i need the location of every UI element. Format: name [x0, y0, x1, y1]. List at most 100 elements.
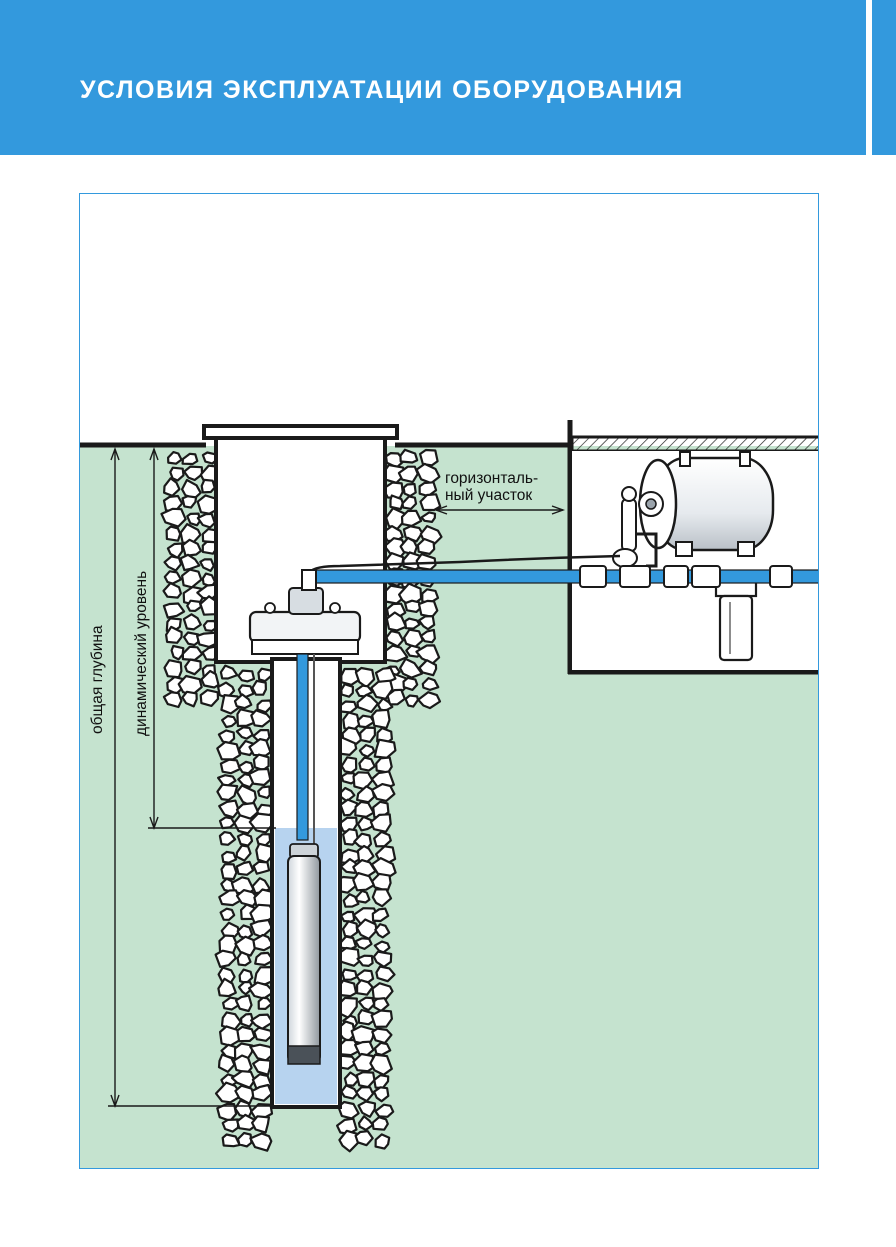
gravel-stone — [371, 907, 390, 923]
gravel-stone — [214, 949, 237, 969]
gravel-stone — [183, 465, 204, 482]
gravel-stone — [186, 599, 203, 612]
gravel-stone — [235, 726, 254, 740]
pipe-fitting — [579, 565, 607, 588]
gravel-stone — [218, 799, 240, 819]
gravel-stone — [417, 615, 436, 631]
gravel-stone — [218, 830, 237, 846]
total-depth-label: общая глубина — [89, 625, 106, 734]
gravel-stone — [343, 1071, 360, 1087]
gravel-stone — [164, 625, 183, 644]
gravel-stone — [184, 658, 202, 676]
horizontal-section-dimension — [433, 505, 566, 515]
gravel-stone — [370, 1009, 393, 1028]
gravel-stone — [163, 555, 183, 572]
gravel-stone — [402, 676, 419, 691]
gravel-stone — [249, 1132, 273, 1152]
gravel-stone — [236, 832, 254, 847]
gravel-stone — [399, 448, 419, 464]
gravel-stone — [163, 659, 183, 679]
gravel-stone — [234, 994, 253, 1013]
gravel-stone — [352, 871, 376, 892]
gravel-stone — [252, 860, 271, 875]
gravel-stone — [221, 1118, 240, 1133]
gravel-stone — [357, 996, 376, 1012]
gravel-stone — [219, 1025, 241, 1047]
gravel-stone — [199, 689, 220, 707]
gravel-stone — [375, 756, 393, 774]
gravel-stone — [214, 1081, 243, 1104]
gravel-stone — [251, 679, 267, 696]
gravel-stone — [402, 482, 417, 498]
gravel-stone — [218, 816, 236, 830]
gravel-stone — [340, 910, 356, 923]
building-roof — [570, 435, 818, 453]
gravel-stone — [341, 968, 358, 981]
gravel-stone — [354, 1130, 374, 1147]
gravel-stone — [354, 937, 373, 951]
gravel-stone — [374, 1133, 391, 1150]
gravel-stone — [338, 700, 358, 714]
gravel-stone — [417, 691, 442, 710]
gravel-stone — [253, 1026, 273, 1042]
gravel-stone — [354, 800, 375, 818]
gravel-stone — [370, 679, 394, 700]
gravel-stone — [358, 756, 376, 772]
gravel-stone — [169, 466, 185, 482]
gravel-stone — [170, 644, 185, 661]
gravel-stone — [233, 693, 253, 710]
gravel-stone — [356, 693, 379, 714]
gravel-stone — [236, 1131, 253, 1148]
water-filter — [714, 572, 758, 662]
pipe-fitting — [619, 565, 651, 588]
gravel-stone — [251, 1083, 273, 1102]
page-header: УСЛОВИЯ ЭКСПЛУАТАЦИИ ОБОРУДОВАНИЯ — [0, 0, 866, 155]
gravel-stone — [417, 599, 439, 618]
gravel-stone — [219, 758, 242, 775]
gravel-stone — [248, 767, 272, 787]
gravel-stone — [251, 1115, 270, 1134]
page-title: УСЛОВИЯ ЭКСПЛУАТАЦИИ ОБОРУДОВАНИЯ — [80, 76, 684, 104]
gravel-stone — [201, 451, 217, 465]
gravel-stone — [236, 951, 252, 967]
wellhead — [248, 569, 362, 655]
gravel-stone — [338, 946, 361, 967]
gravel-stone — [401, 495, 418, 510]
gravel-stone — [235, 860, 255, 876]
gravel-stone — [200, 669, 220, 689]
gravel-stone — [166, 451, 183, 465]
gravel-stone — [371, 888, 393, 908]
pipe-fittings — [579, 565, 793, 588]
gravel-stone — [404, 617, 421, 630]
gravel-stone — [162, 602, 186, 619]
gravel-stone — [181, 495, 198, 509]
gravel-stone — [355, 889, 371, 904]
gravel-stone — [196, 512, 216, 529]
gravel-stone — [371, 708, 391, 730]
gravel-stone — [358, 743, 376, 758]
gravel-stone — [186, 512, 202, 527]
gravel-stone — [357, 1115, 374, 1132]
dynamic-level-label: динамический уровень — [133, 570, 150, 736]
gravel-stone — [404, 599, 424, 613]
gravel-stone — [221, 714, 238, 729]
well-diagram — [80, 420, 818, 1168]
gravel-stone — [181, 690, 198, 708]
gravel-stone — [181, 538, 203, 557]
horizontal-pipe — [311, 569, 818, 584]
gravel-stone — [357, 1100, 377, 1118]
gravel-stone — [369, 813, 392, 833]
horizontal-section-label-line1: горизонталь- — [445, 470, 539, 487]
gravel-stone — [404, 694, 419, 708]
gravel-stone — [182, 613, 202, 631]
power-cable — [308, 554, 621, 586]
horizontal-section-label-line2: ный участок — [445, 487, 533, 504]
gravel-stone — [200, 478, 216, 494]
gravel-stone — [370, 782, 396, 803]
gravel-left — [160, 451, 277, 1152]
gravel-stone — [163, 570, 183, 585]
gravel-stone — [420, 511, 437, 523]
gravel-stone — [400, 509, 423, 527]
gravel-stone — [220, 863, 238, 881]
dynamic-level-dimension — [148, 446, 276, 831]
